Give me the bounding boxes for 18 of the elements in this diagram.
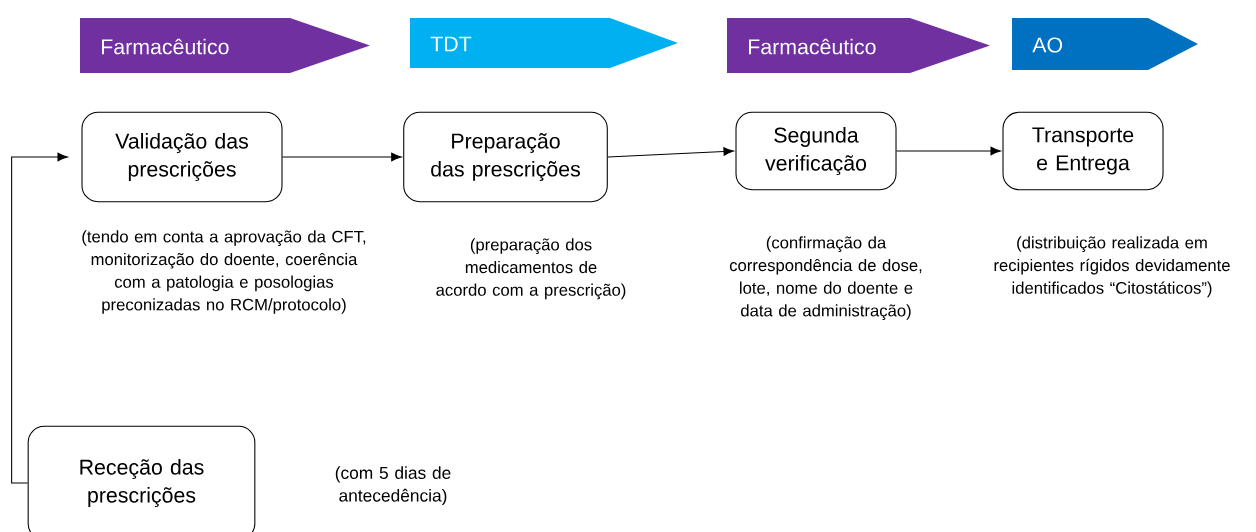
arrow <box>11 152 68 484</box>
arrow <box>282 152 402 162</box>
process-box: Segunda verificação <box>735 111 897 191</box>
arrow-banner: TDT <box>410 18 678 68</box>
arrow-banner: Farmacêutico <box>80 18 370 73</box>
process-box: Validação das prescrições <box>81 111 283 203</box>
arrow-banner: AO <box>1012 18 1198 70</box>
process-box: Receção das prescrições <box>27 425 256 532</box>
note-text: (com 5 dias de antecedência) <box>335 466 451 506</box>
arrow <box>896 146 1001 156</box>
process-box: Transporte e Entrega <box>1002 111 1164 191</box>
description-text: (tendo em conta a aprovação da CFT, monitorização do doente, coerência com a patologia e posologias preconizadas no RCM/protocolo) <box>82 230 366 314</box>
arrow <box>607 147 734 158</box>
description-text: (distribuição realizada em recipientes rígidos devidamente identificados “Citostáticos”) <box>994 236 1230 298</box>
process-box: Preparação das prescrições <box>403 111 608 203</box>
arrow-banner: Farmacêutico <box>727 18 990 73</box>
description-text: (preparação dos medicamentos de acordo com a prescrição) <box>436 238 626 300</box>
description-text: (confirmação da correspondência de dose, lote, nome do doente e data de administração) <box>729 236 922 320</box>
